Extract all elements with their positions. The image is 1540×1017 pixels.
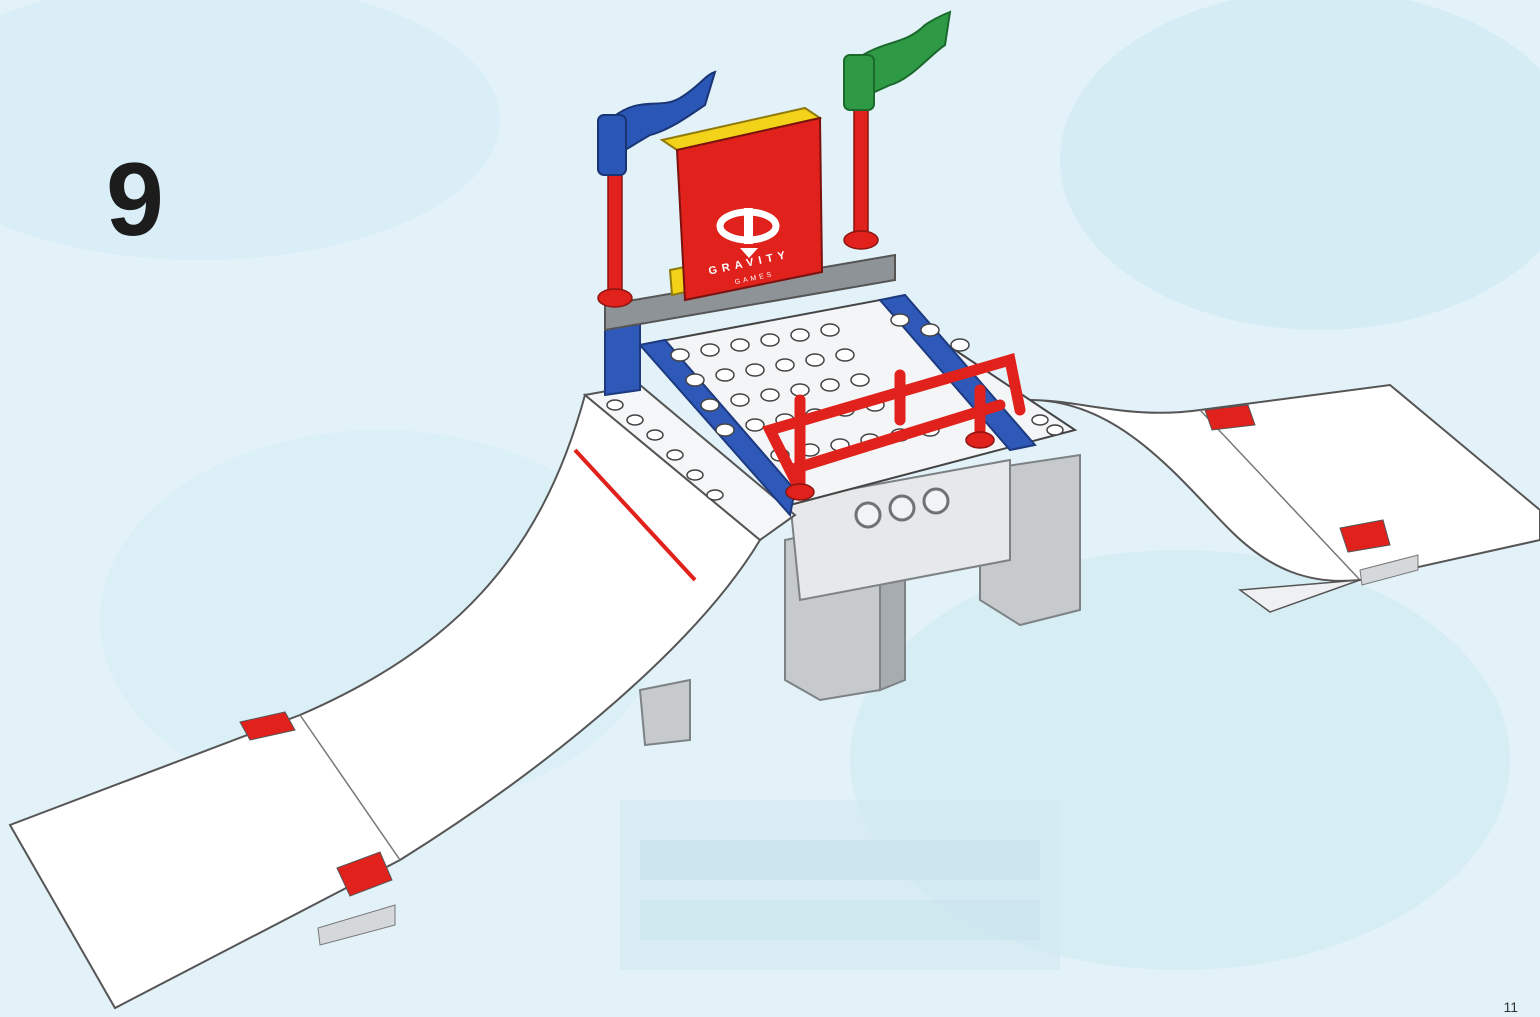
green-flag-icon [844, 12, 950, 110]
right-ramp [1030, 385, 1540, 612]
gravity-games-sign [662, 108, 822, 300]
page-corner-number: 11 [1503, 999, 1518, 1015]
